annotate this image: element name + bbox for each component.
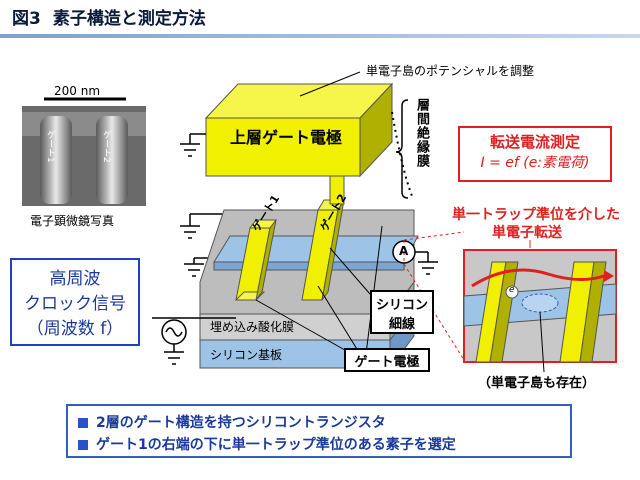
rf-line3: （周波数 f） <box>26 319 124 339</box>
ground-drain <box>415 251 438 275</box>
wire-label-line1: シリコン <box>375 298 428 313</box>
inset-island <box>521 293 559 313</box>
sem-gate1 <box>40 116 72 204</box>
summary-bullet-2: ゲート1の右端の下に単一トラップ準位のある素子を選定 <box>78 434 456 454</box>
electron-label: e <box>509 285 515 295</box>
figure-number: 図3 <box>12 9 41 29</box>
summary-bullet-1: 2層のゲート構造を持つシリコントランジスタ <box>78 412 386 432</box>
ground-top-gate <box>180 133 206 157</box>
title-rule <box>0 34 640 38</box>
silicon-wire-box: シリコン 細線 <box>370 290 434 334</box>
rf-line1: 高周波 <box>49 269 101 289</box>
sem-gate2 <box>96 116 128 204</box>
gate-electrode-box: ゲート電極 <box>344 348 430 372</box>
rf-clock-box: 高周波 クロック信号 （周波数 f） <box>10 258 140 346</box>
island-potential-label: 単電子島のポテンシャルを調整 <box>366 64 535 78</box>
substrate-label: シリコン基板 <box>210 348 283 362</box>
gate2-connector <box>329 175 345 205</box>
bullet-square-icon <box>78 418 88 428</box>
gate-leader-2 <box>317 285 361 355</box>
island-leader <box>299 71 361 97</box>
inset-electron <box>505 285 519 299</box>
inset-gate2-b <box>579 261 607 363</box>
ground-rf <box>164 344 184 365</box>
island-exists-label: （単電子島も存在） <box>478 376 596 391</box>
transfer-box: 転送電流測定 I = ef (e:素電荷) <box>458 126 612 182</box>
sem-scale-label: 200 nm <box>54 84 101 98</box>
single-transfer-label: 単電子転送 <box>492 225 562 241</box>
callout-line-1 <box>403 231 465 241</box>
single-trap-label: 単一トラップ準位を介した <box>452 207 620 223</box>
page-title: 図3 素子構造と測定方法 <box>12 4 206 29</box>
summary-box: 2層のゲート構造を持つシリコントランジスタ ゲート1の右端の下に単一トラップ準位… <box>66 404 572 458</box>
summary-text-1: 2層のゲート構造を持つシリコントランジスタ <box>96 415 386 431</box>
callout-line-2 <box>403 263 465 361</box>
ammeter-label: A <box>399 244 409 258</box>
bullet-square-icon <box>78 440 88 450</box>
sem-caption: 電子顕微鏡写真 <box>30 214 115 228</box>
sem-gate1-label: ゲート1 <box>45 130 55 163</box>
transfer-equation: I = ef (e:素電荷) <box>480 155 590 171</box>
gate-leader-1 <box>255 299 353 355</box>
wire-label-line2: 細線 <box>388 317 415 332</box>
top-gate-side <box>359 82 393 178</box>
buried-oxide-label: 埋め込み酸化膜 <box>210 320 295 334</box>
island-leader-2 <box>539 311 545 373</box>
interlayer-brace <box>395 99 409 199</box>
rf-line2: クロック信号 <box>24 294 126 314</box>
summary-text-2: ゲート1の右端の下に単一トラップ準位のある素子を選定 <box>96 437 456 453</box>
gate-electrode-label: ゲート電極 <box>354 355 420 370</box>
top-gate-label: 上層ゲート電極 <box>230 128 343 147</box>
transfer-arrowhead <box>604 270 614 282</box>
figure-title: 素子構造と測定方法 <box>52 9 206 29</box>
top-gate-top <box>204 83 394 119</box>
transfer-arrow <box>471 268 605 288</box>
sem-gate2-label: ゲート2 <box>101 130 111 163</box>
gate1-side <box>255 219 277 301</box>
wire-leader <box>329 247 371 295</box>
interlayer-label: 層間絶縁膜 <box>414 98 429 168</box>
sine-wave-icon <box>165 327 183 337</box>
transfer-title: 転送電流測定 <box>489 133 580 151</box>
